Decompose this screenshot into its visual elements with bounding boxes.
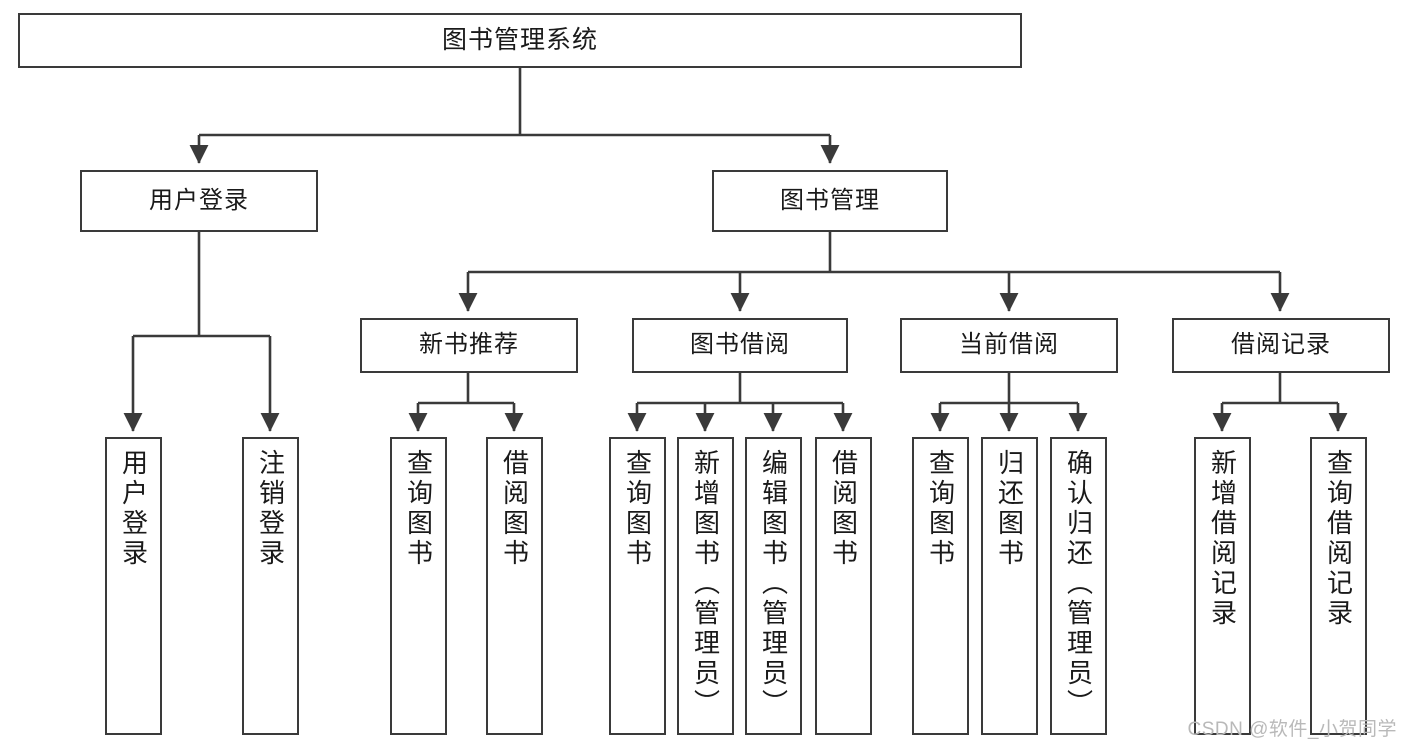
node-label: 图书借阅 (690, 331, 790, 359)
node-label: 注销登录 (255, 449, 286, 569)
node-label: 借阅图书 (828, 449, 859, 569)
node-label: 借阅记录 (1231, 331, 1331, 359)
node-label: 用户登录 (149, 186, 249, 214)
leaf-query-book-borrow[interactable]: 查询图书 (609, 437, 666, 735)
node-label: 查询图书 (403, 449, 434, 569)
leaf-return-book[interactable]: 归还图书 (981, 437, 1038, 735)
node-label: 用户登录 (118, 449, 149, 569)
leaf-borrow-book[interactable]: 借阅图书 (815, 437, 872, 735)
node-label: 查询借阅记录 (1323, 449, 1354, 629)
node-root-system[interactable]: 图书管理系统 (18, 13, 1022, 68)
node-label: 归还图书 (994, 449, 1025, 569)
node-label: 新书推荐 (419, 331, 519, 359)
node-user-login[interactable]: 用户登录 (80, 170, 318, 232)
node-label: 查询图书 (622, 449, 653, 569)
node-new-book-recommend[interactable]: 新书推荐 (360, 318, 578, 373)
leaf-add-book-admin[interactable]: 新增图书（管理员） (677, 437, 734, 735)
node-label: 借阅图书 (499, 449, 530, 569)
leaf-query-borrow-record[interactable]: 查询借阅记录 (1310, 437, 1367, 735)
csdn-watermark: CSDN @软件_小贺同学 (1187, 719, 1397, 740)
node-label: 当前借阅 (959, 331, 1059, 359)
node-borrow-records[interactable]: 借阅记录 (1172, 318, 1390, 373)
node-label: 查询图书 (925, 449, 956, 569)
node-label: 编辑图书（管理员） (758, 449, 789, 719)
node-label: 图书管理 (780, 186, 880, 214)
leaf-add-borrow-record[interactable]: 新增借阅记录 (1194, 437, 1251, 735)
node-label: 新增图书（管理员） (690, 449, 721, 719)
leaf-logout[interactable]: 注销登录 (242, 437, 299, 735)
leaf-query-book-current[interactable]: 查询图书 (912, 437, 969, 735)
leaf-user-login[interactable]: 用户登录 (105, 437, 162, 735)
leaf-query-book-recommend[interactable]: 查询图书 (390, 437, 447, 735)
node-book-management[interactable]: 图书管理 (712, 170, 948, 232)
node-label: 确认归还（管理员） (1063, 449, 1094, 719)
node-current-borrow[interactable]: 当前借阅 (900, 318, 1118, 373)
leaf-confirm-return-admin[interactable]: 确认归还（管理员） (1050, 437, 1107, 735)
leaf-edit-book-admin[interactable]: 编辑图书（管理员） (745, 437, 802, 735)
leaf-borrow-book-recommend[interactable]: 借阅图书 (486, 437, 543, 735)
node-label: 新增借阅记录 (1207, 449, 1238, 629)
node-book-borrow[interactable]: 图书借阅 (632, 318, 848, 373)
node-label: 图书管理系统 (441, 25, 598, 54)
